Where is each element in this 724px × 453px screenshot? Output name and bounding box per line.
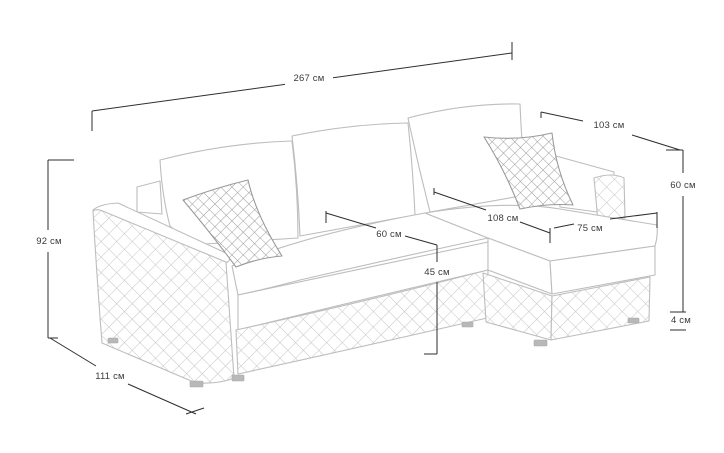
dimension-chaise-seat-width: 75 см — [553, 212, 658, 234]
label-chaise-width: 103 см — [594, 120, 625, 131]
dimension-leg-height: 4 см — [670, 311, 691, 331]
leg-front-mid — [231, 374, 245, 382]
label-seat-depth: 60 см — [376, 229, 402, 240]
back-cushion-middle — [291, 122, 416, 237]
dimension-depth: 111 см — [49, 337, 205, 415]
chaise-seat-side — [549, 245, 656, 295]
chaise-base-side — [550, 276, 651, 341]
dimension-annotations: 267 см 103 см 60 см 4 см 92 — [36, 42, 696, 415]
chaise-seat-cushion — [424, 204, 658, 262]
dimension-seat-depth: 60 см — [325, 211, 438, 246]
front-armrest-front — [92, 209, 235, 384]
label-seat-height: 45 см — [424, 267, 450, 278]
rear-armrest — [136, 180, 163, 215]
leg-main-right — [461, 321, 474, 328]
label-chaise-seat-width: 75 см — [577, 223, 603, 234]
sofa-illustration — [92, 103, 658, 388]
dimension-seat-height: 45 см — [424, 245, 450, 355]
leg-chaise-right — [627, 317, 640, 324]
label-main-depth: 108 см — [488, 213, 519, 224]
label-height: 92 см — [36, 236, 62, 247]
dimension-main-depth: 108 см — [433, 188, 551, 243]
dimension-height: 92 см — [36, 159, 74, 339]
label-leg-height: 4 см — [671, 315, 691, 326]
label-total-width: 267 см — [294, 73, 325, 84]
leg-front-left — [189, 380, 204, 388]
decorative-pillow-left — [182, 179, 283, 268]
label-depth: 111 см — [95, 371, 125, 382]
dimension-total-width: 267 см — [91, 42, 513, 131]
decorative-pillow-right — [483, 132, 574, 210]
chaise-arm-front — [593, 174, 626, 223]
dimension-chaise-width: 103 см — [540, 111, 681, 151]
leg-back-left — [107, 337, 119, 344]
main-seat-cushion — [231, 212, 489, 296]
leg-chaise-front — [533, 339, 548, 347]
dimension-chaise-height: 60 см — [666, 149, 696, 312]
label-chaise-height: 60 см — [670, 180, 696, 191]
